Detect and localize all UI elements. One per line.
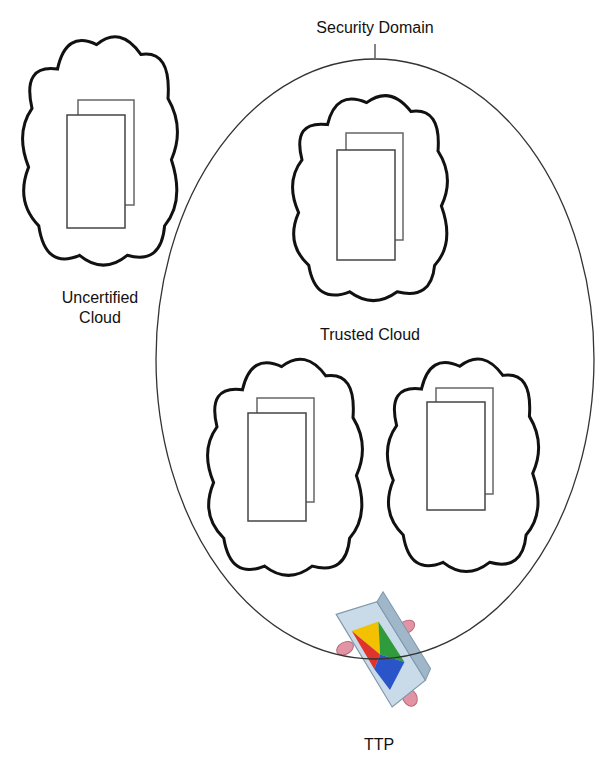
icon-label: TTP [364, 735, 394, 755]
document-stack [337, 133, 403, 260]
leader-line [374, 44, 375, 58]
cloud-outline [387, 359, 538, 571]
document [427, 402, 485, 510]
cloud-node: Trusted Cloud [285, 85, 455, 305]
document [67, 115, 125, 228]
node-label: Trusted Cloud [320, 325, 420, 345]
cloud-path [293, 96, 448, 301]
cloud-shape [387, 359, 538, 571]
cloud-outline [285, 85, 455, 305]
domain-ellipse [156, 59, 594, 659]
cloud-outline [15, 25, 185, 270]
cloud-node: Uncertified Cloud [15, 25, 185, 270]
cloud-path [23, 37, 178, 265]
cloud-outline [208, 359, 363, 575]
document-stack [248, 398, 314, 521]
document-stack [67, 100, 134, 228]
security-domain: Security DomainTrusted Cloud [155, 58, 595, 660]
node-label: Uncertified Cloud [52, 288, 148, 328]
document [248, 413, 306, 521]
document-stack [427, 388, 493, 510]
color-patch [370, 646, 413, 692]
node-label: Security Domain [316, 18, 433, 38]
domain-outline [155, 58, 595, 660]
cloud-shape [208, 359, 363, 575]
document [337, 150, 395, 260]
